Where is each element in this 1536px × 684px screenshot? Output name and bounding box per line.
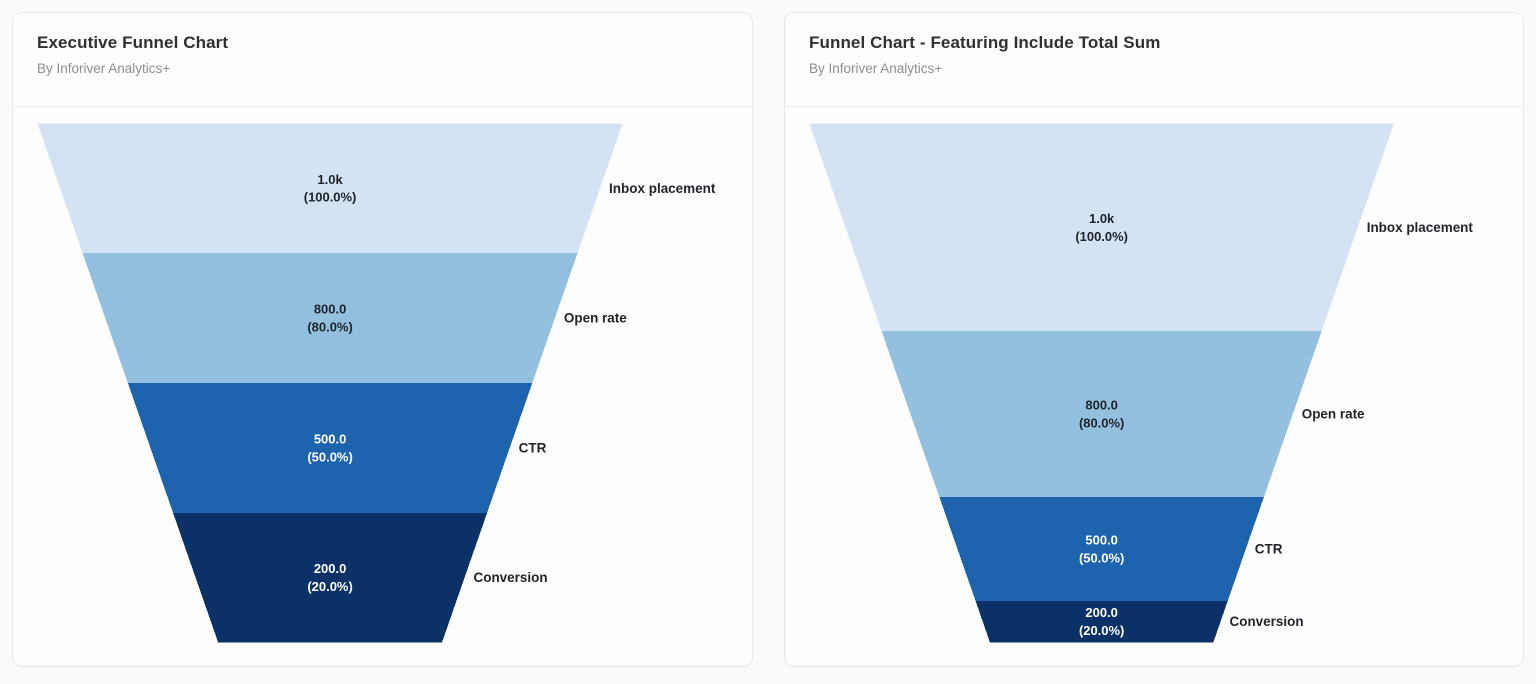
- card-subtitle: By Inforiver Analytics+: [809, 61, 943, 76]
- segment-category-label: CTR: [1255, 541, 1283, 556]
- segment-category-label: Inbox placement: [609, 181, 716, 196]
- funnel-segment-inbox-placement[interactable]: [809, 123, 1394, 332]
- segment-value-label: 1.0k: [1089, 211, 1115, 226]
- funnel-chart-area: 1.0k (100.0%) Inbox placement 800.0 (80.0%) O…: [13, 107, 752, 666]
- funnel-chart: 1.0k (100.0%) Inbox placement 800.0 (80.0%) O…: [37, 123, 716, 643]
- funnel-chart-area: 1.0k (100.0%) Inbox placement 800.0 (80.0%) O…: [785, 107, 1523, 666]
- segment-percent-label: (50.0%): [1079, 550, 1124, 565]
- funnel-segment-ctr[interactable]: [127, 383, 533, 513]
- segment-percent-label: (100.0%): [304, 190, 357, 205]
- segment-value-label: 500.0: [1085, 532, 1117, 547]
- segment-value-label: 500.0: [314, 431, 346, 446]
- segment-category-label: Open rate: [564, 311, 627, 326]
- funnel-chart: 1.0k (100.0%) Inbox placement 800.0 (80.0%) O…: [809, 123, 1474, 643]
- funnel-segment-open-rate[interactable]: [82, 253, 578, 384]
- funnel-segment-conversion[interactable]: [173, 512, 488, 643]
- segment-category-label: Open rate: [1302, 407, 1365, 422]
- segment-category-label: Inbox placement: [1367, 220, 1474, 235]
- segment-percent-label: (100.0%): [1075, 229, 1128, 244]
- card-executive-funnel: Executive Funnel Chart By Inforiver Anal…: [12, 12, 753, 667]
- segment-percent-label: (50.0%): [307, 449, 352, 464]
- segment-value-label: 800.0: [314, 302, 346, 317]
- card-header: Executive Funnel Chart By Inforiver Anal…: [13, 13, 752, 107]
- card-subtitle: By Inforiver Analytics+: [37, 61, 171, 76]
- segment-value-label: 200.0: [1085, 605, 1117, 620]
- segment-percent-label: (80.0%): [1079, 416, 1124, 431]
- funnel-segment-open-rate[interactable]: [881, 331, 1322, 498]
- funnel-segment-conversion[interactable]: [975, 600, 1228, 643]
- funnel-segment-ctr[interactable]: [939, 497, 1264, 601]
- funnel-segment-inbox-placement[interactable]: [37, 123, 623, 254]
- segment-category-label: Conversion: [474, 570, 548, 585]
- segment-percent-label: (20.0%): [1079, 623, 1124, 638]
- segment-category-label: Conversion: [1230, 614, 1304, 629]
- segment-percent-label: (80.0%): [307, 320, 352, 335]
- segment-value-label: 800.0: [1085, 398, 1117, 413]
- segment-value-label: 200.0: [314, 561, 346, 576]
- card-header: Funnel Chart - Featuring Include Total S…: [785, 13, 1523, 107]
- segment-value-label: 1.0k: [317, 172, 343, 187]
- card-title: Executive Funnel Chart: [37, 33, 229, 52]
- card-title: Funnel Chart - Featuring Include Total S…: [809, 33, 1161, 52]
- segment-percent-label: (20.0%): [307, 579, 352, 594]
- card-funnel-total-sum: Funnel Chart - Featuring Include Total S…: [784, 12, 1524, 667]
- segment-category-label: CTR: [519, 440, 547, 455]
